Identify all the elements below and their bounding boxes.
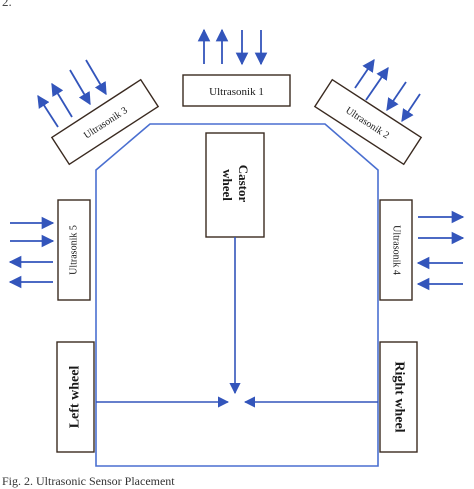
ultrasonik-5-label: Ultrasonik 5 [68, 225, 79, 275]
arrow-out [354, 58, 375, 89]
ultrasonik-5-sensor: Ultrasonik 5 [57, 199, 91, 301]
ultrasonik-3-sensor: Ultrasonik 3 [50, 78, 160, 166]
arrow-out [51, 82, 73, 118]
arrow-out [365, 66, 389, 101]
svg-text:Castor wheel: Castor wheel [220, 165, 251, 206]
right-wheel: Right wheel [379, 341, 418, 453]
ultrasonik-5-arrows [8, 216, 55, 289]
ultrasonik-4-arrows [416, 210, 465, 291]
arrow-in [386, 81, 407, 112]
arrow-in [69, 69, 91, 106]
arrow-in [85, 59, 107, 96]
castor-wheel-label-line2: wheel [220, 169, 235, 201]
ultrasonik-3-arrows [37, 59, 107, 128]
right-wheel-label: Right wheel [391, 361, 406, 432]
page-number: 2. [2, 0, 12, 9]
arrow-in [401, 93, 421, 123]
ultrasonik-2-sensor: Ultrasonik 2 [313, 78, 423, 166]
castor-wheel-label-line1: Castor [236, 165, 251, 203]
ultrasonik-1-label: Ultrasonik 1 [209, 86, 264, 98]
ultrasonik-4-label: Ultrasonik 4 [391, 225, 402, 275]
ultrasonik-4-sensor: Ultrasonik 4 [379, 199, 413, 301]
centre-force-arrows [96, 237, 378, 408]
ultrasonik-2-arrows [354, 58, 421, 123]
arrow-out [37, 94, 59, 128]
figure-caption: Fig. 2. Ultrasonic Sensor Placement [2, 474, 175, 488]
left-wheel: Left wheel [56, 341, 95, 453]
left-wheel-label: Left wheel [68, 366, 83, 429]
castor-wheel: Castor wheel [205, 132, 265, 238]
ultrasonik-1-sensor: Ultrasonik 1 [182, 74, 291, 107]
robot-chassis-outline [95, 123, 379, 467]
ultrasonik-1-arrows [197, 28, 268, 66]
